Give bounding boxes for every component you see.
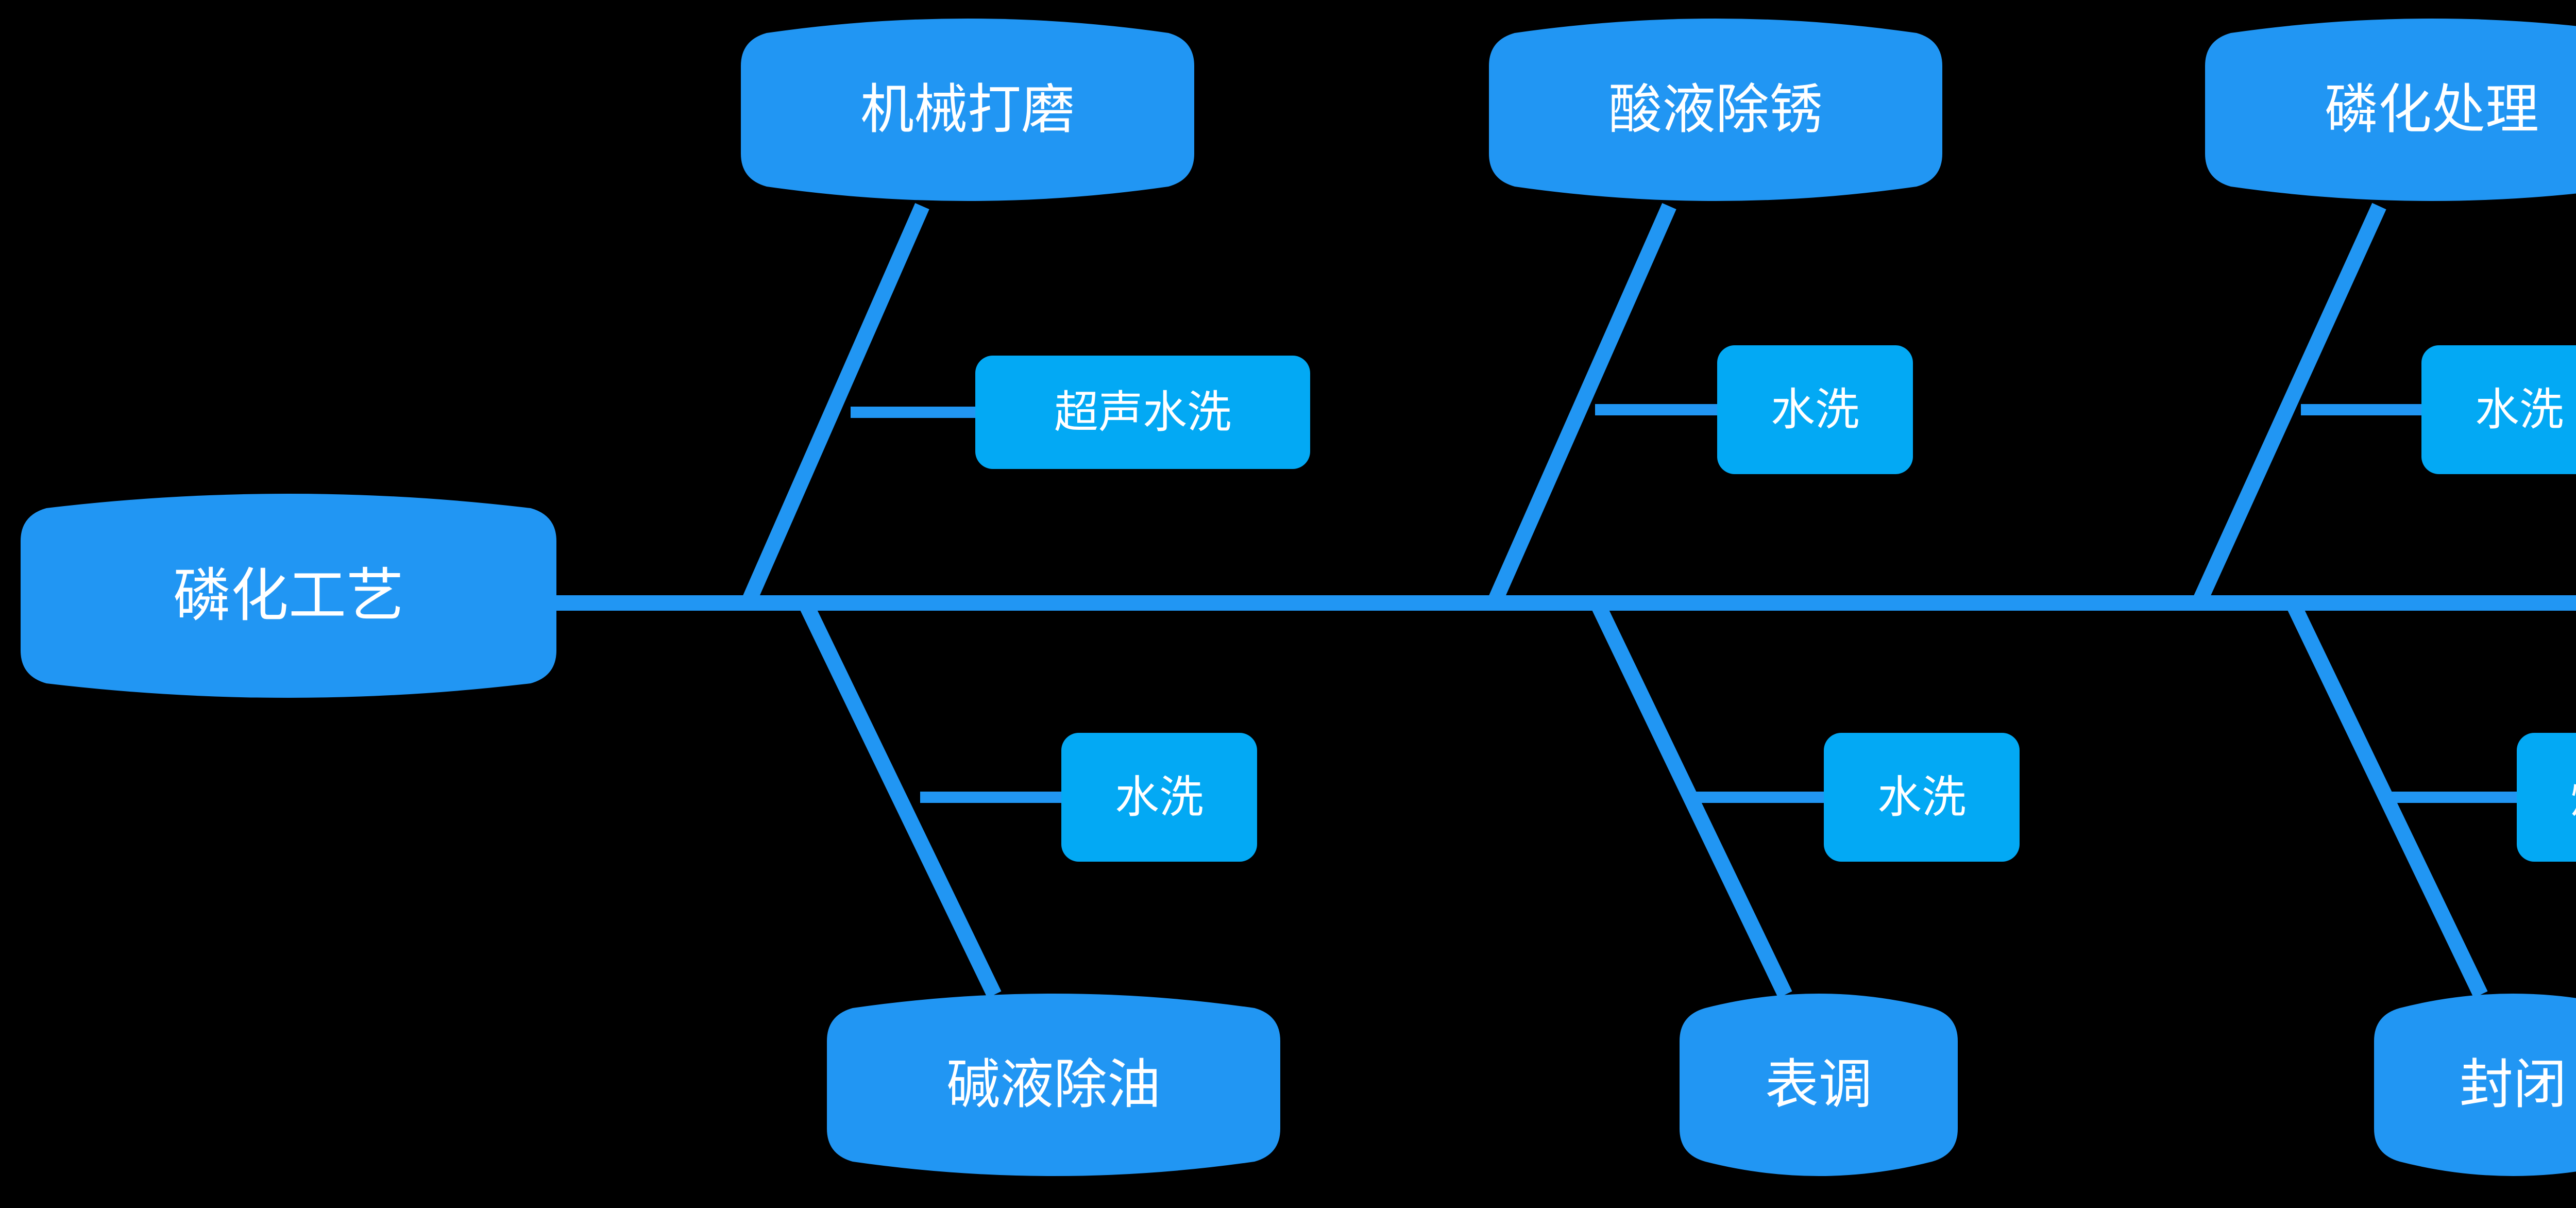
category-node-shape-4[interactable] [827, 994, 1280, 1176]
sub-node-shape-6[interactable] [2517, 733, 2576, 862]
head-node-shape[interactable] [21, 494, 556, 698]
sub-node-shape-2[interactable] [1717, 345, 1913, 474]
category-node-shape-5[interactable] [1680, 994, 1958, 1176]
category-node-shape-3[interactable] [2205, 19, 2576, 201]
rib-branch-1-upper [741, 203, 929, 607]
sub-node-shape-1[interactable] [975, 356, 1310, 469]
sub-connector-group [851, 404, 2523, 803]
sub-node-shape-4[interactable] [1061, 733, 1257, 862]
spine-line [546, 595, 2576, 611]
sub-node-shape-5[interactable] [1824, 733, 2020, 862]
category-node-shape-2[interactable] [1489, 19, 1942, 201]
rib-branch-3-upper [2192, 203, 2386, 607]
category-node-shape-1[interactable] [741, 19, 1194, 201]
sub-node-shape-3[interactable] [2421, 345, 2576, 474]
category-node-shape-6[interactable] [2374, 994, 2576, 1176]
rib-branch-2-upper [1487, 203, 1676, 607]
rib-branch-1-lower [798, 599, 1002, 998]
